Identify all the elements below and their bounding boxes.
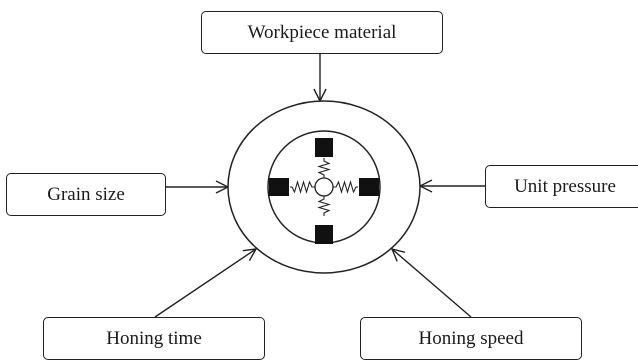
- workpiece-material-box: Workpiece material: [201, 11, 443, 54]
- center-hub: [314, 177, 334, 197]
- workpiece-material-label: Workpiece material: [247, 21, 397, 43]
- unit-pressure-box: Unit pressure: [485, 165, 638, 208]
- honing-time-box: Honing time: [43, 317, 265, 360]
- arrow-honing-time: [154, 249, 256, 318]
- spring-right: [333, 180, 358, 194]
- honing-speed-label: Honing speed: [418, 327, 524, 349]
- arrow-honing-speed: [392, 249, 472, 318]
- grain-size-box: Grain size: [6, 173, 166, 216]
- honing-speed-box: Honing speed: [360, 317, 582, 360]
- honing-stone-top: [315, 138, 333, 157]
- spring-bottom: [317, 196, 331, 216]
- honing-stone-right: [359, 178, 379, 196]
- honing-time-label: Honing time: [106, 327, 202, 349]
- unit-pressure-label: Unit pressure: [514, 175, 616, 197]
- spring-left: [290, 180, 315, 194]
- spring-top: [317, 158, 331, 178]
- honing-tool: [227, 100, 421, 274]
- honing-stone-bottom: [315, 225, 333, 244]
- honing-stone-left: [269, 178, 289, 196]
- grain-size-label: Grain size: [47, 183, 125, 205]
